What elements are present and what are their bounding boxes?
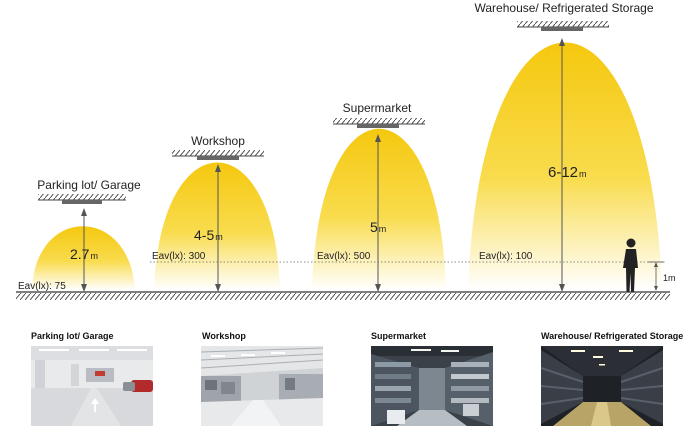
ceiling-hatch [517, 21, 609, 27]
eav-label: Eav(lx): 100 [479, 251, 533, 262]
photo-workshop [201, 346, 323, 426]
arrow-head-down [215, 284, 221, 292]
zone-workshop: Workshop 4-5m Eav(lx): 300 [152, 134, 280, 292]
photo-parking-garage [31, 346, 153, 426]
zone-supermarket: Supermarket 5m Eav(lx): 500 [312, 101, 446, 292]
photo-title-parking: Parking lot/ Garage [31, 331, 114, 341]
light-beam [154, 162, 280, 290]
light-beam [312, 128, 446, 290]
reference-height-label: 1m [663, 273, 676, 283]
lighting-height-diagram: Parking lot/ Garage 2.7m Eav(lx): 75 Wor… [16, 1, 676, 300]
photo-title-warehouse: Warehouse/ Refrigerated Storage [541, 331, 684, 341]
zone-title: Warehouse/ Refrigerated Storage [475, 1, 654, 15]
arrow-head-up [81, 208, 87, 216]
zone-parking: Parking lot/ Garage 2.7m Eav(lx): 75 [18, 178, 141, 292]
ground-hatch [16, 293, 670, 300]
height-label: 2.7m [70, 246, 98, 262]
zone-title: Parking lot/ Garage [37, 178, 141, 192]
photo-warehouse [541, 346, 663, 426]
luminaire [62, 200, 102, 204]
arrow-head-up [559, 38, 565, 46]
zone-title: Supermarket [343, 101, 412, 115]
luminaire [197, 156, 239, 160]
photo-title-workshop: Workshop [202, 331, 246, 341]
person-silhouette [623, 238, 638, 292]
arrow-head-down [81, 284, 87, 292]
luminaire [357, 124, 399, 128]
arrow-head-up [375, 134, 381, 142]
arrow-head-down [559, 284, 565, 292]
light-beam [468, 42, 662, 290]
photo-title-supermarket: Supermarket [371, 331, 427, 341]
height-label: 4-5m [194, 227, 223, 243]
eav-label: Eav(lx): 75 [18, 281, 66, 292]
ceiling-hatch [172, 150, 264, 156]
height-label: 5m [370, 219, 386, 235]
arrow-head-up [215, 164, 221, 172]
zone-title: Workshop [191, 134, 245, 148]
ceiling-hatch [333, 118, 425, 124]
zone-warehouse: Warehouse/ Refrigerated Storage 6-12m Ea… [468, 1, 662, 292]
height-label: 6-12m [548, 164, 587, 181]
ceiling-hatch [38, 194, 126, 200]
arrow-head-down [375, 284, 381, 292]
eav-label: Eav(lx): 300 [152, 251, 206, 262]
photo-supermarket [371, 346, 493, 426]
reference-height-marker: 1m [648, 261, 676, 291]
eav-label: Eav(lx): 500 [317, 251, 371, 262]
luminaire [541, 27, 583, 31]
